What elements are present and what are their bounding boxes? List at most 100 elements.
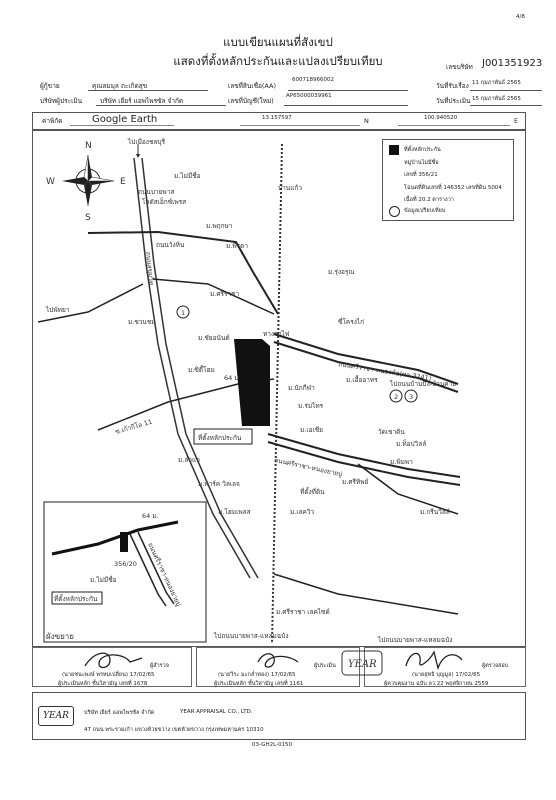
signature-box-2	[196, 647, 360, 687]
legend-item-2: หมู่บ้านไม่มีชื่อ	[404, 160, 439, 166]
label-village-21: ม.รุ่งอรุณ	[328, 268, 354, 276]
label-village-25: ม.เอเชีย	[300, 426, 323, 434]
label-sukhumvit: ถนนสุขุมวิท	[144, 251, 155, 285]
customer-label: ผู้กู้ขาย	[40, 82, 60, 90]
sig1-license: ผู้ประเมินหลัก ชั้นวิสามัญ เลขที่ 1678	[58, 681, 148, 687]
ref-label: เลขบริษัท	[446, 63, 473, 71]
sig1-name: (นายชนะพงษ์ พรหมเปลี่ยน) 17/02/65	[62, 672, 155, 678]
label-village-4: บ้านแก้ว	[278, 184, 302, 192]
label-village-6: ม.ชัยอนันต์	[198, 334, 230, 342]
comparison-marker-1	[176, 305, 190, 319]
label-num3: 3	[409, 393, 413, 401]
title-line-2: แสดงที่ตั้งหลักประกันและแปลงเปรียบเทียบ	[173, 54, 383, 68]
label-num1: 1	[181, 309, 185, 317]
footer-box	[32, 692, 526, 740]
coord-source: Google Earth	[92, 114, 158, 125]
appraiser-label: บริษัทผู้ประเมิน	[40, 97, 83, 105]
inset-caption: ผังขยาย	[46, 632, 74, 641]
eval-date-value: 15 กุมภาพันธ์ 2565	[472, 96, 521, 102]
ref-number: J001351923	[482, 58, 543, 69]
map-frame	[32, 130, 526, 647]
sig3-name: (นายสุทธิ บุญมูล) 17/02/65	[412, 672, 481, 678]
label-village-17: ม.พิมพา	[390, 458, 413, 466]
label-village-8: ม.เอื้ออาทร	[346, 375, 378, 384]
coordinate-bar	[32, 112, 526, 130]
company-address: 47 ถนน พระรามเก้า แขวงห้วยขวาง เขตห้วยขว…	[84, 727, 264, 733]
label-village-24: ม.นักกีฬา	[288, 384, 315, 392]
legend-item-4: โฉนดที่ดินเลขที่ 146352 เลขที่ดิน 5004	[404, 185, 502, 191]
label-village-12: ม.โฮมเพลส	[218, 508, 251, 516]
label-village-18: ม.ร่มไทร	[298, 402, 324, 410]
label-to-bowin: ไปถนนบ้านบึง-บ้านค่าย	[389, 380, 456, 388]
label-bypass: ไปถนนบายพาส-แหลมฉบัง	[377, 636, 453, 644]
label-village-3: ม.พฤกษา	[206, 222, 233, 230]
signature-box-3	[364, 647, 526, 687]
company-en: YEAR APPRAISAL CO., LTD.	[180, 709, 253, 715]
page-number: 4/8	[516, 14, 525, 20]
coord-lat-dir: N	[364, 117, 369, 125]
label-to-chonburi: ไปเมืองชลบุรี	[127, 138, 165, 146]
company-th: บริษัท เยียร์ แอพไพรซัล จำกัด	[84, 710, 155, 716]
coord-lon-dir: E	[514, 117, 519, 125]
legend-item-6: ข้อมูลเปรียบเทียบ	[404, 208, 446, 214]
compass-w: W	[46, 177, 55, 187]
label-village-13: ม.ศรีราชา เลคไซด์	[276, 608, 330, 616]
svg-text:YEAR: YEAR	[348, 659, 377, 670]
signature-3-icon	[405, 650, 463, 671]
label-village-9: วัดเขาดิน	[378, 428, 405, 436]
legend-item-5: เนื้อที่ 20.2 ตารางวา	[404, 197, 454, 203]
label-village-16: ม.ท็อปวิลล์	[396, 439, 426, 448]
label-bypass-2: ถนนบายพาส	[138, 188, 174, 196]
sig2-role: ผู้ประเมิน	[314, 663, 336, 669]
signature-box-1	[32, 647, 192, 687]
appraiser-value: บริษัท เยียร์ แอพไพรซัล จำกัด	[100, 97, 184, 105]
eval-date-label: วันที่ประเมิน	[436, 97, 471, 105]
compass-n: N	[85, 141, 92, 151]
label-village-20: ม.ซิตี้โฮม	[188, 365, 215, 374]
label-village-5: ม.ศรีราชา	[210, 290, 240, 298]
ap-value: AP65000039961	[286, 93, 332, 99]
ap-label: เลขที่บัญชี(ใหม่)	[228, 97, 274, 105]
legend-box	[382, 139, 514, 221]
legend-collateral-icon	[389, 145, 399, 155]
label-village-19: ม.ศรีทิพย์	[342, 478, 369, 486]
location-map: N S E W ไปเมืองชลบุรี ถนนสุขุมวิท ทางรถไ…	[38, 138, 461, 645]
loan-label: เลขที่สินเชื่อ(AA)	[228, 82, 277, 90]
coord-label: ค่าพิกัด	[42, 117, 63, 125]
label-bottom-road: ไปถนนบายพาส-แหลมฉบัง	[213, 632, 289, 640]
coord-lon: 100.940520	[424, 115, 458, 121]
inset-house: 356/20	[114, 560, 137, 568]
survey-date-label: วันที่รับเรื่อง	[436, 82, 469, 90]
signature-2-icon	[257, 653, 299, 668]
compass-e: E	[120, 177, 126, 187]
company-seal-icon: YEAR	[341, 650, 383, 676]
label-village-11: ม.พาร์ค วิลเลจ	[198, 480, 240, 488]
label-village-10: ม.ลำแจ	[178, 456, 200, 464]
legend-item-1: ที่ตั้งหลักประกัน	[404, 147, 441, 153]
title-line-1: แบบเขียนแผนที่สังเขป	[223, 35, 333, 49]
comparison-marker-2	[389, 389, 403, 403]
label-to-pattaya: ไปพัทยา	[45, 306, 70, 314]
coord-lat: 13.157597	[262, 115, 292, 121]
form-code: 03-GH2L-0150	[252, 742, 293, 748]
label-collateral-box: ที่ตั้งหลักประกัน	[198, 433, 242, 442]
company-logo-text: YEAR	[43, 711, 69, 721]
inset-box	[43, 501, 207, 643]
label-village-23: ม.ชวนชม	[128, 318, 156, 326]
comparison-marker-3	[404, 389, 418, 403]
label-village-22: ม.พีรดา	[226, 242, 248, 250]
inset-village: ม.ไม่มีชื่อ	[90, 575, 117, 584]
signature-1-icon	[84, 652, 143, 669]
label-village-14: ม.เลควิว	[290, 508, 315, 516]
inset-dist: 64 ม.	[142, 512, 159, 520]
label-village-1: ม.ไม่มีชื่อ	[174, 171, 201, 180]
survey-date-value: 11 กุมภาพันธ์ 2565	[472, 80, 521, 86]
collateral-parcel	[234, 339, 270, 426]
compass-icon	[62, 154, 115, 207]
compass-s: S	[85, 213, 91, 223]
inset-collateral: ที่ตั้งหลักประกัน	[54, 594, 98, 603]
label-road-wangheem: ถนนวังหิน	[156, 241, 185, 249]
label-dist-64: 64 ม.	[224, 374, 241, 382]
label-sign: ที่ตั้งที่ดิน	[300, 487, 325, 496]
loan-value: 600718966002	[292, 77, 334, 83]
